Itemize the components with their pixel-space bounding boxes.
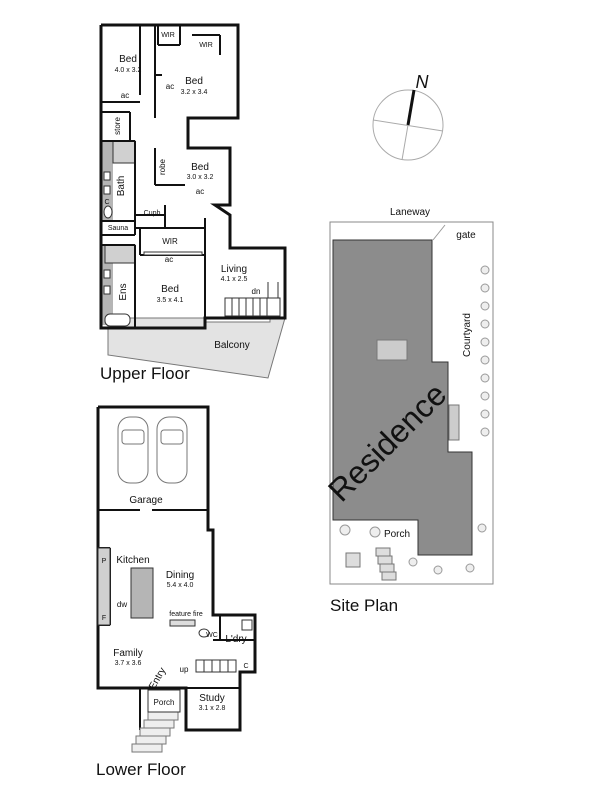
feature-fire — [169, 619, 196, 627]
upper-floor-plan: Bed 4.0 x 3.2 WIR WIR Bed 3.2 x 3.4 ac a… — [99, 23, 287, 379]
upper-floor-caption: Upper Floor — [100, 364, 190, 383]
laundry-fixture — [241, 619, 253, 631]
dn-label: dn — [252, 287, 261, 296]
up-label: up — [180, 665, 189, 674]
family-name: Family — [113, 648, 142, 659]
shower-bath — [112, 140, 136, 164]
north-needle — [406, 89, 416, 126]
bed4-name: Bed — [161, 284, 179, 295]
ensuite-wet-area — [101, 245, 113, 325]
bed3-name: Bed — [191, 162, 209, 173]
ens-label: Ens — [118, 283, 129, 300]
entry-steps — [131, 711, 179, 753]
site-plan: Laneway gate Courtyard Residence Porch — [321, 207, 494, 585]
p-label: P — [102, 558, 107, 565]
ldry-label: L'dry — [225, 634, 246, 645]
living-dims: 4.1 x 2.5 — [221, 276, 248, 283]
lower-floor-caption: Lower Floor — [96, 760, 186, 779]
lower-stairs — [195, 659, 237, 673]
upper-stairs — [224, 282, 281, 317]
courtyard-label: Courtyard — [462, 313, 473, 357]
upper-fixtures — [103, 171, 203, 327]
bed1-dims: 4.0 x 3.2 — [115, 67, 142, 74]
study-name: Study — [199, 693, 225, 704]
wir-label-1: WIR — [161, 32, 175, 39]
courtyard-furniture — [376, 339, 408, 361]
bed3-dims: 3.0 x 3.2 — [187, 174, 214, 181]
porch-label: Porch — [154, 698, 175, 707]
ac-label-2: ac — [166, 82, 174, 91]
compass: N — [372, 72, 444, 161]
robe-label: robe — [158, 158, 167, 175]
store-label: store — [113, 117, 122, 135]
living-name: Living — [221, 264, 247, 275]
laneway-label: Laneway — [390, 207, 430, 218]
sauna-label: Sauna — [108, 225, 128, 232]
wir-label-2: WIR — [199, 42, 213, 49]
courtyard-planting — [339, 265, 490, 575]
bed1-name: Bed — [119, 54, 137, 65]
shower-ensuite — [104, 244, 136, 264]
site-plan-caption: Site Plan — [330, 596, 399, 615]
wc-label: WC — [206, 632, 218, 639]
north-label: N — [416, 72, 430, 92]
c-label-upper: C — [104, 199, 109, 206]
kitchen-island — [130, 567, 154, 619]
cupb-label: Cupb. — [144, 210, 163, 217]
gate-label: gate — [456, 230, 476, 241]
balcony-label: Balcony — [214, 340, 250, 351]
bath-wet-area — [101, 141, 113, 221]
garage-label: Garage — [129, 495, 163, 506]
ac-label-1: ac — [121, 91, 129, 100]
residence-footprint — [332, 239, 473, 556]
courtyard-bench — [448, 404, 460, 441]
f-label: F — [102, 615, 106, 622]
bed4-dims: 3.5 x 4.1 — [157, 297, 184, 304]
bath-label: Bath — [116, 176, 127, 197]
kitchen-bench — [97, 547, 111, 626]
site-porch-steps — [345, 547, 397, 581]
kitchen-label: Kitchen — [116, 555, 149, 566]
dining-dims: 5.4 x 4.0 — [167, 582, 194, 589]
wc-fixture — [198, 628, 210, 638]
porch-outline — [147, 689, 181, 713]
feature-fire-label: feature fire — [169, 611, 203, 618]
ac-label-4: ac — [165, 255, 173, 264]
ac-label-3: ac — [196, 187, 204, 196]
family-dims: 3.7 x 3.6 — [115, 660, 142, 667]
garage-cars — [117, 416, 188, 484]
c-label-lower: C — [243, 663, 248, 670]
bed2-name: Bed — [185, 76, 203, 87]
site-porch-label: Porch — [384, 529, 410, 540]
study-dims: 3.1 x 2.8 — [199, 705, 226, 712]
lower-floor-plan: Garage Kitchen P F dw Dining 5.4 x 4.0 f… — [96, 405, 257, 753]
dining-name: Dining — [166, 570, 194, 581]
bed2-dims: 3.2 x 3.4 — [181, 89, 208, 96]
dw-label: dw — [117, 600, 127, 609]
wir-label-3: WIR — [162, 237, 178, 246]
